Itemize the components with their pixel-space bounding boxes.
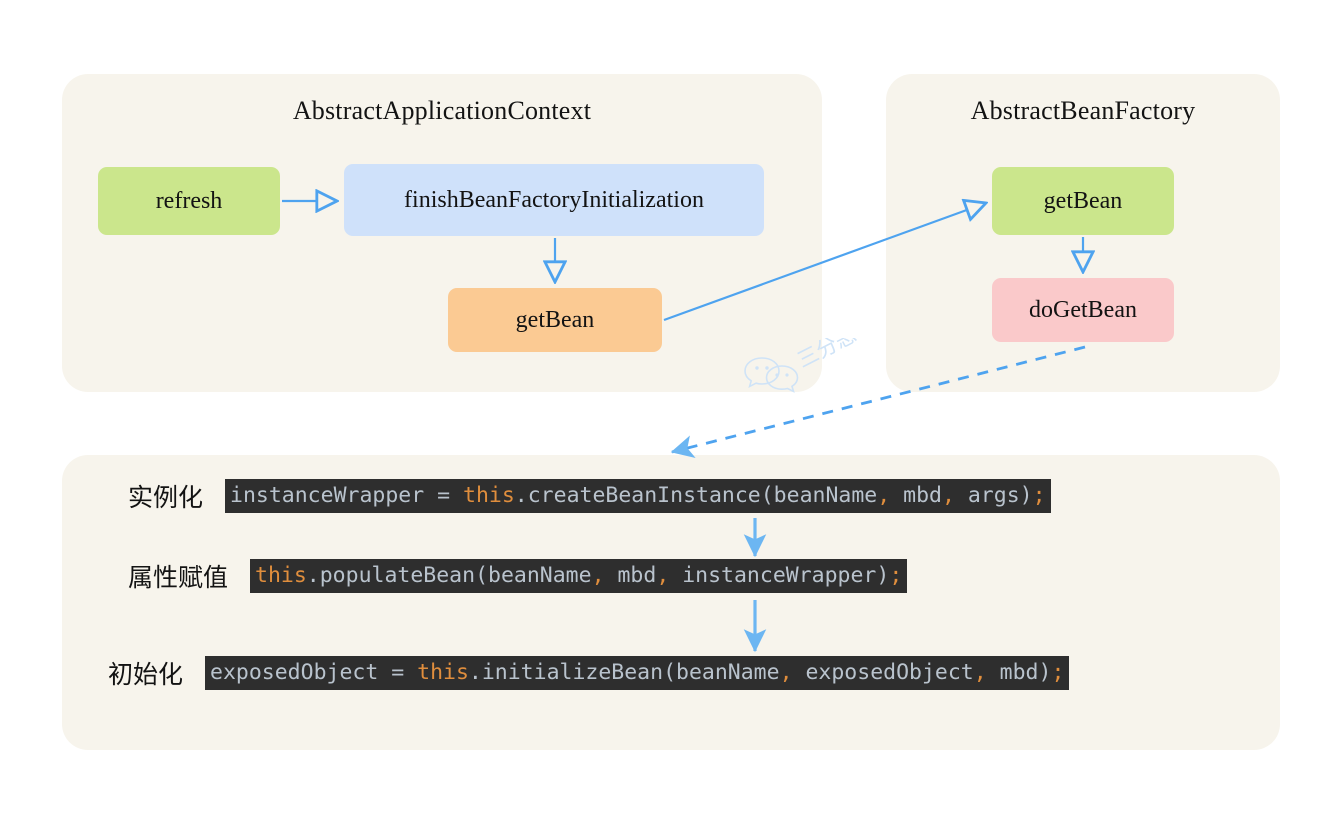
watermark: 三分恶 [744,338,860,393]
code-row-populate: 属性赋值 this.populateBean(beanName, mbd, in… [128,558,908,594]
code-row-initialize: 初始化 exposedObject = this.initializeBean(… [108,655,1070,691]
node-get-bean-factory[interactable]: getBean [992,167,1174,235]
code-row-label-populate: 属性赋值 [128,563,229,592]
node-finish-bean-factory-initialization[interactable]: finishBeanFactoryInitialization [344,164,764,236]
node-do-get-bean[interactable]: doGetBean [992,278,1174,342]
code-snippet-create-bean-instance[interactable]: instanceWrapper = this.createBeanInstanc… [225,479,1051,513]
node-refresh[interactable]: refresh [98,167,280,235]
watermark-text: 三分恶 [793,338,860,372]
code-row-label-instantiation: 实例化 [128,483,204,512]
node-get-bean-context[interactable]: getBean [448,288,662,352]
code-snippet-populate-bean[interactable]: this.populateBean(beanName, mbd, instanc… [250,559,908,593]
panel-title-abstract-bean-factory: AbstractBeanFactory [970,96,1196,125]
code-row-instantiation: 实例化 instanceWrapper = this.createBeanIns… [128,478,1051,514]
code-snippet-initialize-bean[interactable]: exposedObject = this.initializeBean(bean… [205,656,1070,690]
wechat-icon [744,357,799,393]
panel-title-abstract-application-context: AbstractApplicationContext [292,96,592,125]
code-row-label-initialize: 初始化 [108,660,184,689]
